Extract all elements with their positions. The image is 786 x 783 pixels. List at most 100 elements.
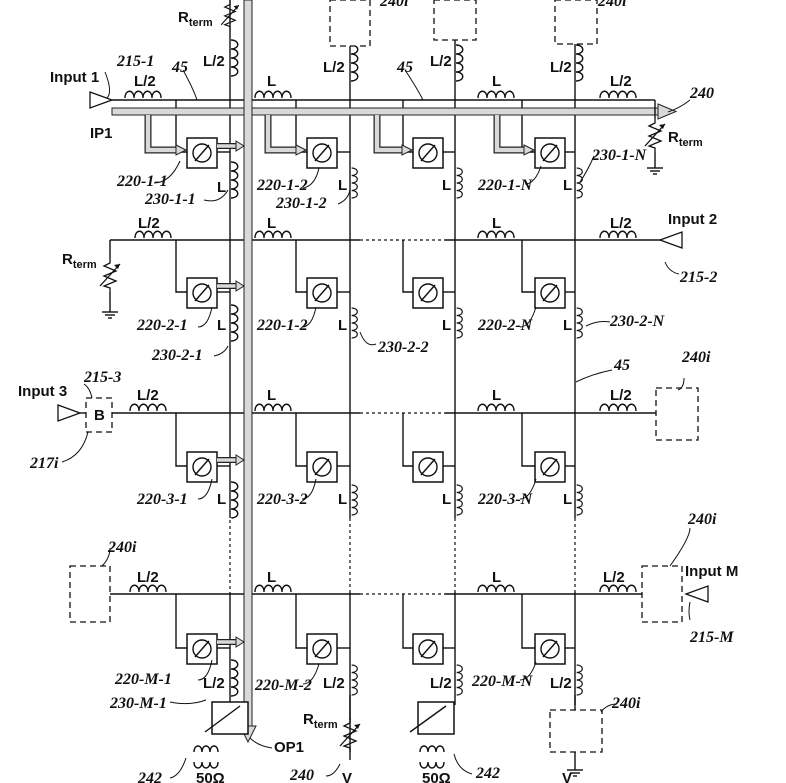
inductor-label: L/2 bbox=[137, 387, 159, 404]
ip1-label: IP1 bbox=[90, 125, 113, 142]
input-3-amplifier bbox=[57, 404, 81, 422]
inductor-label: L bbox=[442, 317, 451, 334]
inductor-label: L bbox=[492, 387, 501, 404]
phase-shifter-220-3-2 bbox=[306, 451, 338, 483]
inductor-label: L bbox=[267, 387, 276, 404]
phase-shifter-220-1-2 bbox=[306, 137, 338, 169]
rterm-row-2 bbox=[99, 240, 121, 319]
ref-230-2-2: 230-2-2 bbox=[377, 339, 429, 356]
phase-shifter-220-M-N bbox=[534, 633, 566, 665]
inductor-label: L bbox=[267, 215, 276, 232]
inductor-label: L bbox=[267, 73, 276, 90]
ref-220-1-2: 220-1-2 bbox=[256, 177, 308, 194]
rterm-label-bottom: Rterm bbox=[303, 711, 338, 731]
column-dashed-gaps bbox=[228, 518, 577, 592]
ref-215-1: 215-1 bbox=[116, 53, 154, 70]
signal-path-ip1 bbox=[111, 103, 678, 156]
phase-shifter-220-3-N bbox=[534, 451, 566, 483]
ref-220-M-1: 220-M-1 bbox=[114, 671, 172, 688]
ref-240i: 240i bbox=[681, 349, 711, 366]
ref-220-1-N: 220-1-N bbox=[477, 177, 534, 194]
inductor-label: L bbox=[338, 491, 347, 508]
ref-220-3-N: 220-3-N bbox=[477, 491, 534, 508]
op1-label: OP1 bbox=[274, 739, 304, 756]
ref-240i: 240i bbox=[107, 539, 137, 556]
fifty-ohm-elements bbox=[193, 701, 455, 769]
inductor-label: L bbox=[217, 491, 226, 508]
phase-shifter-cells bbox=[175, 100, 575, 665]
inductor-label: L bbox=[338, 317, 347, 334]
ref-240i: 240i bbox=[687, 511, 717, 528]
dashed-blocks-240i bbox=[69, 0, 699, 777]
ref-217i: 217i bbox=[29, 455, 59, 472]
ref-45: 45 bbox=[171, 59, 188, 76]
input-M-label: Input M bbox=[685, 563, 738, 580]
inductor-label: L/2 bbox=[137, 569, 159, 586]
inductor-label: L/2 bbox=[550, 59, 572, 76]
input-2-amplifier bbox=[659, 231, 683, 249]
phase-shifter-220-2-N bbox=[534, 277, 566, 309]
ref-220-3-1: 220-3-1 bbox=[136, 491, 188, 508]
inductor-label: L/2 bbox=[138, 215, 160, 232]
inductor-label: L bbox=[492, 569, 501, 586]
phase-shifter-220-1-N bbox=[534, 137, 566, 169]
ref-230-1-N: 230-1-N bbox=[591, 147, 648, 164]
inductor-label: L bbox=[563, 491, 572, 508]
row-2-line bbox=[110, 230, 665, 242]
inductor-label: L/2 bbox=[430, 675, 452, 692]
ref-220-3-2: 220-3-2 bbox=[256, 491, 308, 508]
ref-220-2-2: 220-1-2 bbox=[256, 317, 308, 334]
ref-230-2-N: 230-2-N bbox=[609, 313, 666, 330]
row-1-line bbox=[112, 90, 650, 101]
inductor-label: L bbox=[338, 177, 347, 194]
phase-shifter-220-3-3 bbox=[412, 451, 444, 483]
ref-220-2-1: 220-2-1 bbox=[136, 317, 188, 334]
inductor-label: L bbox=[442, 491, 451, 508]
labels: Input 1 Input 2 Input 3 Input M Rterm Rt… bbox=[18, 0, 738, 783]
ref-230-1-2: 230-1-2 bbox=[275, 195, 327, 212]
rterm-label-row2: Rterm bbox=[62, 251, 97, 271]
inductor-label: L/2 bbox=[610, 215, 632, 232]
phase-shifter-220-2-3 bbox=[412, 277, 444, 309]
inductor-label: L/2 bbox=[603, 569, 625, 586]
inductor-label: L bbox=[492, 215, 501, 232]
phase-shifter-220-3-1 bbox=[186, 451, 218, 483]
inductor-label: L/2 bbox=[203, 53, 225, 70]
ref-220-M-N: 220-M-N bbox=[471, 673, 534, 690]
inductor-label: L/2 bbox=[610, 387, 632, 404]
inductor-label: L bbox=[442, 177, 451, 194]
inductor-label: L/2 bbox=[134, 73, 156, 90]
buffer-217i bbox=[85, 397, 113, 433]
inductor-label: L/2 bbox=[323, 59, 345, 76]
fifty-ohm-label: 50Ω bbox=[422, 770, 451, 783]
inductor-label: L bbox=[267, 569, 276, 586]
ref-220-M-2: 220-M-2 bbox=[254, 677, 312, 694]
ref-220-2-N: 220-2-N bbox=[477, 317, 534, 334]
phase-shifter-220-1-1 bbox=[186, 137, 218, 169]
v-label: V bbox=[562, 770, 572, 783]
buffer-label: B bbox=[94, 407, 105, 424]
inductor-label: L/2 bbox=[430, 53, 452, 70]
ref-240i: 240i bbox=[597, 0, 627, 10]
inductor-label: L bbox=[492, 73, 501, 90]
v-label: V bbox=[342, 770, 352, 783]
inductor-label: L bbox=[563, 317, 572, 334]
phase-shifter-220-M-3 bbox=[412, 633, 444, 665]
input-3-label: Input 3 bbox=[18, 383, 67, 400]
input-2-label: Input 2 bbox=[668, 211, 717, 228]
ref-240i: 240i bbox=[611, 695, 641, 712]
ref-220-1-1: 220-1-1 bbox=[116, 173, 168, 190]
ref-215-M: 215-M bbox=[689, 629, 734, 646]
column-inductors bbox=[230, 39, 584, 697]
ref-240: 240 bbox=[689, 85, 714, 102]
ref-215-3: 215-3 bbox=[83, 369, 121, 386]
phase-shifter-220-M-2 bbox=[306, 633, 338, 665]
ref-230-2-1: 230-2-1 bbox=[151, 347, 203, 364]
ref-215-2: 215-2 bbox=[679, 269, 717, 286]
fifty-ohm-label: 50Ω bbox=[196, 770, 225, 783]
ref-242: 242 bbox=[137, 770, 162, 783]
ref-45: 45 bbox=[396, 59, 413, 76]
inductor-label: L/2 bbox=[203, 675, 225, 692]
phase-shifter-220-1-3 bbox=[412, 137, 444, 169]
